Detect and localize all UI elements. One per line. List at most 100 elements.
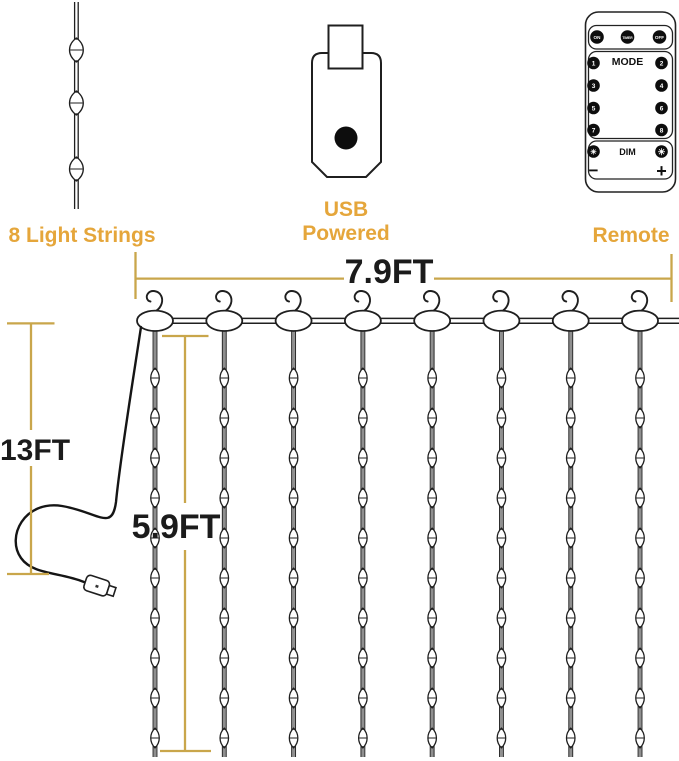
- bulb-tip: [361, 386, 364, 389]
- bulb-tip: [569, 527, 572, 530]
- hook-icon: [145, 290, 164, 312]
- bulb-tip: [223, 506, 226, 509]
- bulb-tip: [223, 466, 226, 469]
- bulb-tip: [75, 60, 78, 63]
- bulb-tip: [75, 156, 78, 159]
- bulb-tip: [361, 647, 364, 650]
- bulb-tip: [153, 506, 157, 509]
- hanger-clip: [551, 309, 590, 332]
- bulb-tip: [223, 567, 226, 570]
- bulb-tip: [500, 706, 503, 709]
- bulb-tip: [500, 546, 503, 549]
- bulb-tip: [500, 727, 503, 730]
- bulb-tip: [361, 466, 364, 469]
- bulb-tip: [223, 727, 226, 730]
- bulb-tip: [569, 407, 572, 410]
- bulb-tip: [75, 179, 78, 182]
- bulb-tip: [361, 687, 364, 690]
- bulb-tip: [638, 407, 642, 410]
- hanger-clip: [205, 309, 244, 332]
- bulb-tip: [431, 367, 434, 370]
- bulb-tip: [361, 607, 364, 610]
- bulb-tip: [431, 666, 434, 669]
- bulb-tip: [223, 546, 226, 549]
- remote-mode-section: [587, 50, 674, 140]
- remote-button-timer: [620, 30, 635, 44]
- remote-mode-button-2-label: 2: [660, 60, 664, 67]
- bulb-tip: [153, 607, 157, 610]
- hanger-clip: [274, 309, 313, 332]
- remote-dim-high-button: [655, 145, 668, 158]
- remote-body: [584, 11, 677, 193]
- bulb-tip: [431, 487, 434, 490]
- bulb-tip: [431, 687, 434, 690]
- bulb-tip: [638, 727, 642, 730]
- bulb-tip: [292, 666, 295, 669]
- bulb-tip: [638, 386, 642, 389]
- hanger-clip: [482, 309, 521, 332]
- bulb-tip: [292, 506, 295, 509]
- bulb-tip: [361, 626, 364, 629]
- remote-mode-label: MODE: [612, 56, 644, 68]
- remote-dim-label: DIM: [619, 147, 636, 157]
- bulb-tip: [292, 546, 295, 549]
- remote-minus-label: −: [589, 161, 599, 180]
- hanger-clip: [413, 309, 452, 332]
- bulb-tip: [569, 647, 572, 650]
- remote-mode-button-4-label: 4: [660, 83, 664, 90]
- bulb-tip: [638, 546, 642, 549]
- bulb-tip: [500, 487, 503, 490]
- usb-button: [334, 126, 358, 150]
- bulb-tip: [153, 626, 157, 629]
- remote-button-timer-label: TIMER: [622, 36, 633, 40]
- bulb-tip: [500, 626, 503, 629]
- remote-mode-button-6: [655, 101, 668, 115]
- bulb-tip: [638, 687, 642, 690]
- bulb-tip: [569, 426, 572, 429]
- bulb-tip: [638, 647, 642, 650]
- remote-mode-button-7-label: 7: [592, 127, 596, 134]
- curtain-lights-drawing: [136, 290, 679, 757]
- usb-metal-plug: [327, 24, 364, 70]
- remote-mode-button-1-label: 1: [592, 60, 596, 67]
- bulb-tip: [638, 367, 642, 370]
- remote-mode-button-8-label: 8: [660, 127, 664, 134]
- bulb-tip: [569, 727, 572, 730]
- bulb-tip: [638, 607, 642, 610]
- bulb-tip: [569, 487, 572, 490]
- bulb-tip: [431, 407, 434, 410]
- hook-icon: [215, 290, 233, 312]
- bulb-tip: [500, 666, 503, 669]
- bulb-tip: [292, 447, 295, 450]
- bulb-tip: [361, 447, 364, 450]
- bulb-tip: [569, 567, 572, 570]
- remote-plus-label: +: [656, 161, 667, 181]
- bulb-tip: [223, 666, 226, 669]
- bulb-tip: [223, 706, 226, 709]
- bulb-tip: [153, 426, 157, 429]
- bulb-tip: [153, 567, 157, 570]
- hanger-clip: [343, 309, 382, 332]
- drop-dimension-label: 5.9FT: [132, 508, 221, 546]
- sun-bright-icon: ☀: [657, 147, 665, 157]
- hanger-clip: [621, 309, 659, 332]
- bulb-tip: [638, 506, 642, 509]
- bulb-tip: [223, 687, 226, 690]
- bulb-tip: [292, 466, 295, 469]
- bulb-tip: [431, 647, 434, 650]
- bulb-tip: [569, 607, 572, 610]
- remote-mode-button-4: [655, 79, 668, 92]
- bulb-tip: [638, 706, 642, 709]
- bulb-tip: [638, 746, 642, 749]
- bulb-tip: [500, 607, 503, 610]
- remote-mode-button-3: [587, 79, 600, 92]
- bulb-tip: [153, 527, 157, 530]
- bulb-tip: [223, 407, 226, 410]
- remote-mode-button-3-label: 3: [592, 83, 596, 90]
- bulb-tip: [292, 626, 295, 629]
- total-dimension-label: 13FT: [0, 434, 70, 467]
- hanger-clip: [136, 309, 174, 332]
- bulb-tip: [500, 466, 503, 469]
- bulb-tip: [500, 447, 503, 450]
- width-dimension-label: 7.9FT: [345, 253, 434, 291]
